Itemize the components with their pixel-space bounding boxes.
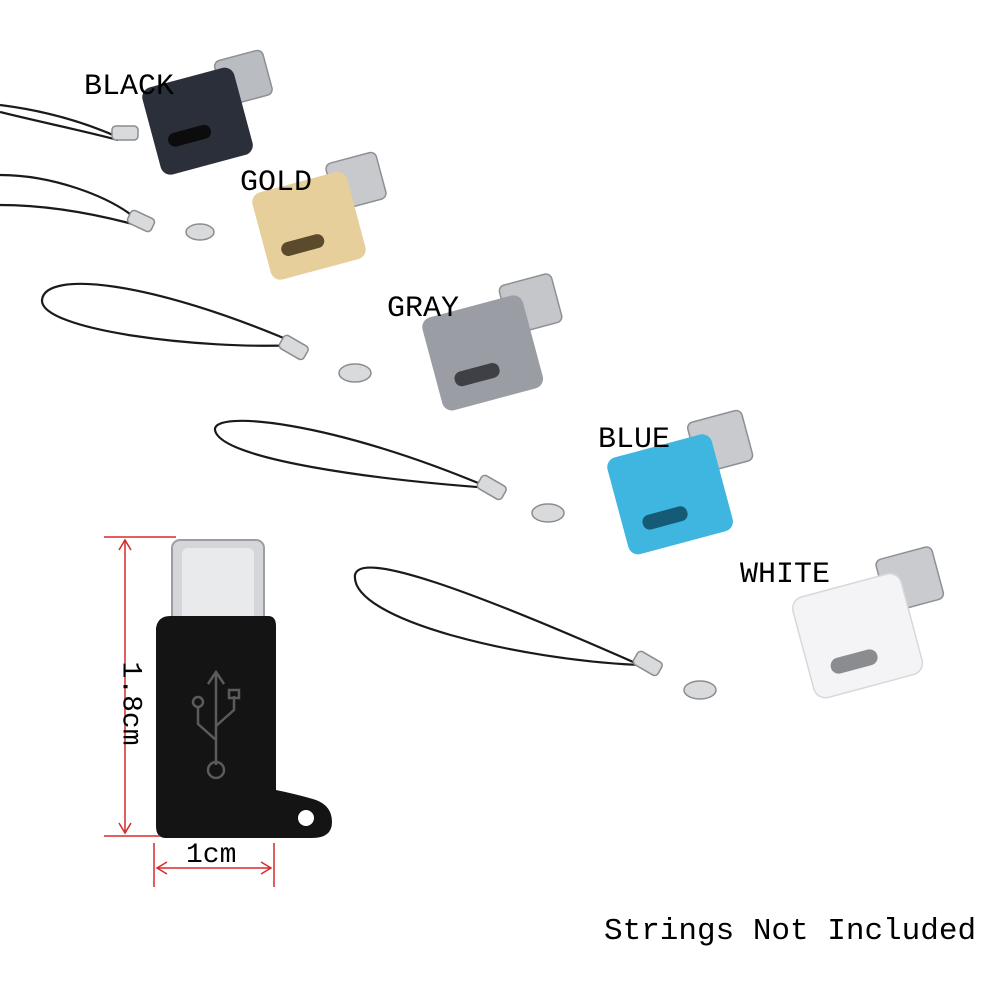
strings-not-included-notice: Strings Not Included xyxy=(604,914,977,949)
lanyard-hole xyxy=(298,810,314,826)
adapter-body xyxy=(142,67,253,175)
adapter-black xyxy=(142,49,273,175)
adapter-body xyxy=(422,295,544,411)
lanyard-strings xyxy=(0,103,641,667)
micro-usb-port xyxy=(454,362,500,387)
closeup-adapter xyxy=(156,539,332,838)
adapter-blue xyxy=(607,409,754,555)
adapter-body xyxy=(791,572,924,699)
adapter-gray xyxy=(422,273,563,411)
closeup-body xyxy=(156,616,332,838)
adapter-body xyxy=(252,171,366,280)
micro-usb-port xyxy=(642,506,688,530)
height-dimension-label: 1.8cm xyxy=(114,661,146,746)
adapter-white xyxy=(791,546,945,699)
usb-icon xyxy=(191,669,241,780)
color-label-white: WHITE xyxy=(740,558,831,592)
dimension-lines xyxy=(104,536,275,887)
micro-usb-port xyxy=(830,649,878,674)
metal-clasps xyxy=(111,125,717,700)
adapter-body xyxy=(607,434,733,555)
color-label-black: BLACK xyxy=(84,70,175,104)
color-label-blue: BLUE xyxy=(598,423,671,457)
micro-usb-port xyxy=(281,234,325,256)
micro-usb-port xyxy=(168,124,212,147)
color-label-gold: GOLD xyxy=(240,166,313,200)
width-dimension-label: 1cm xyxy=(186,840,237,871)
adapter-gold xyxy=(252,151,387,280)
color-label-gray: GRAY xyxy=(387,292,460,326)
